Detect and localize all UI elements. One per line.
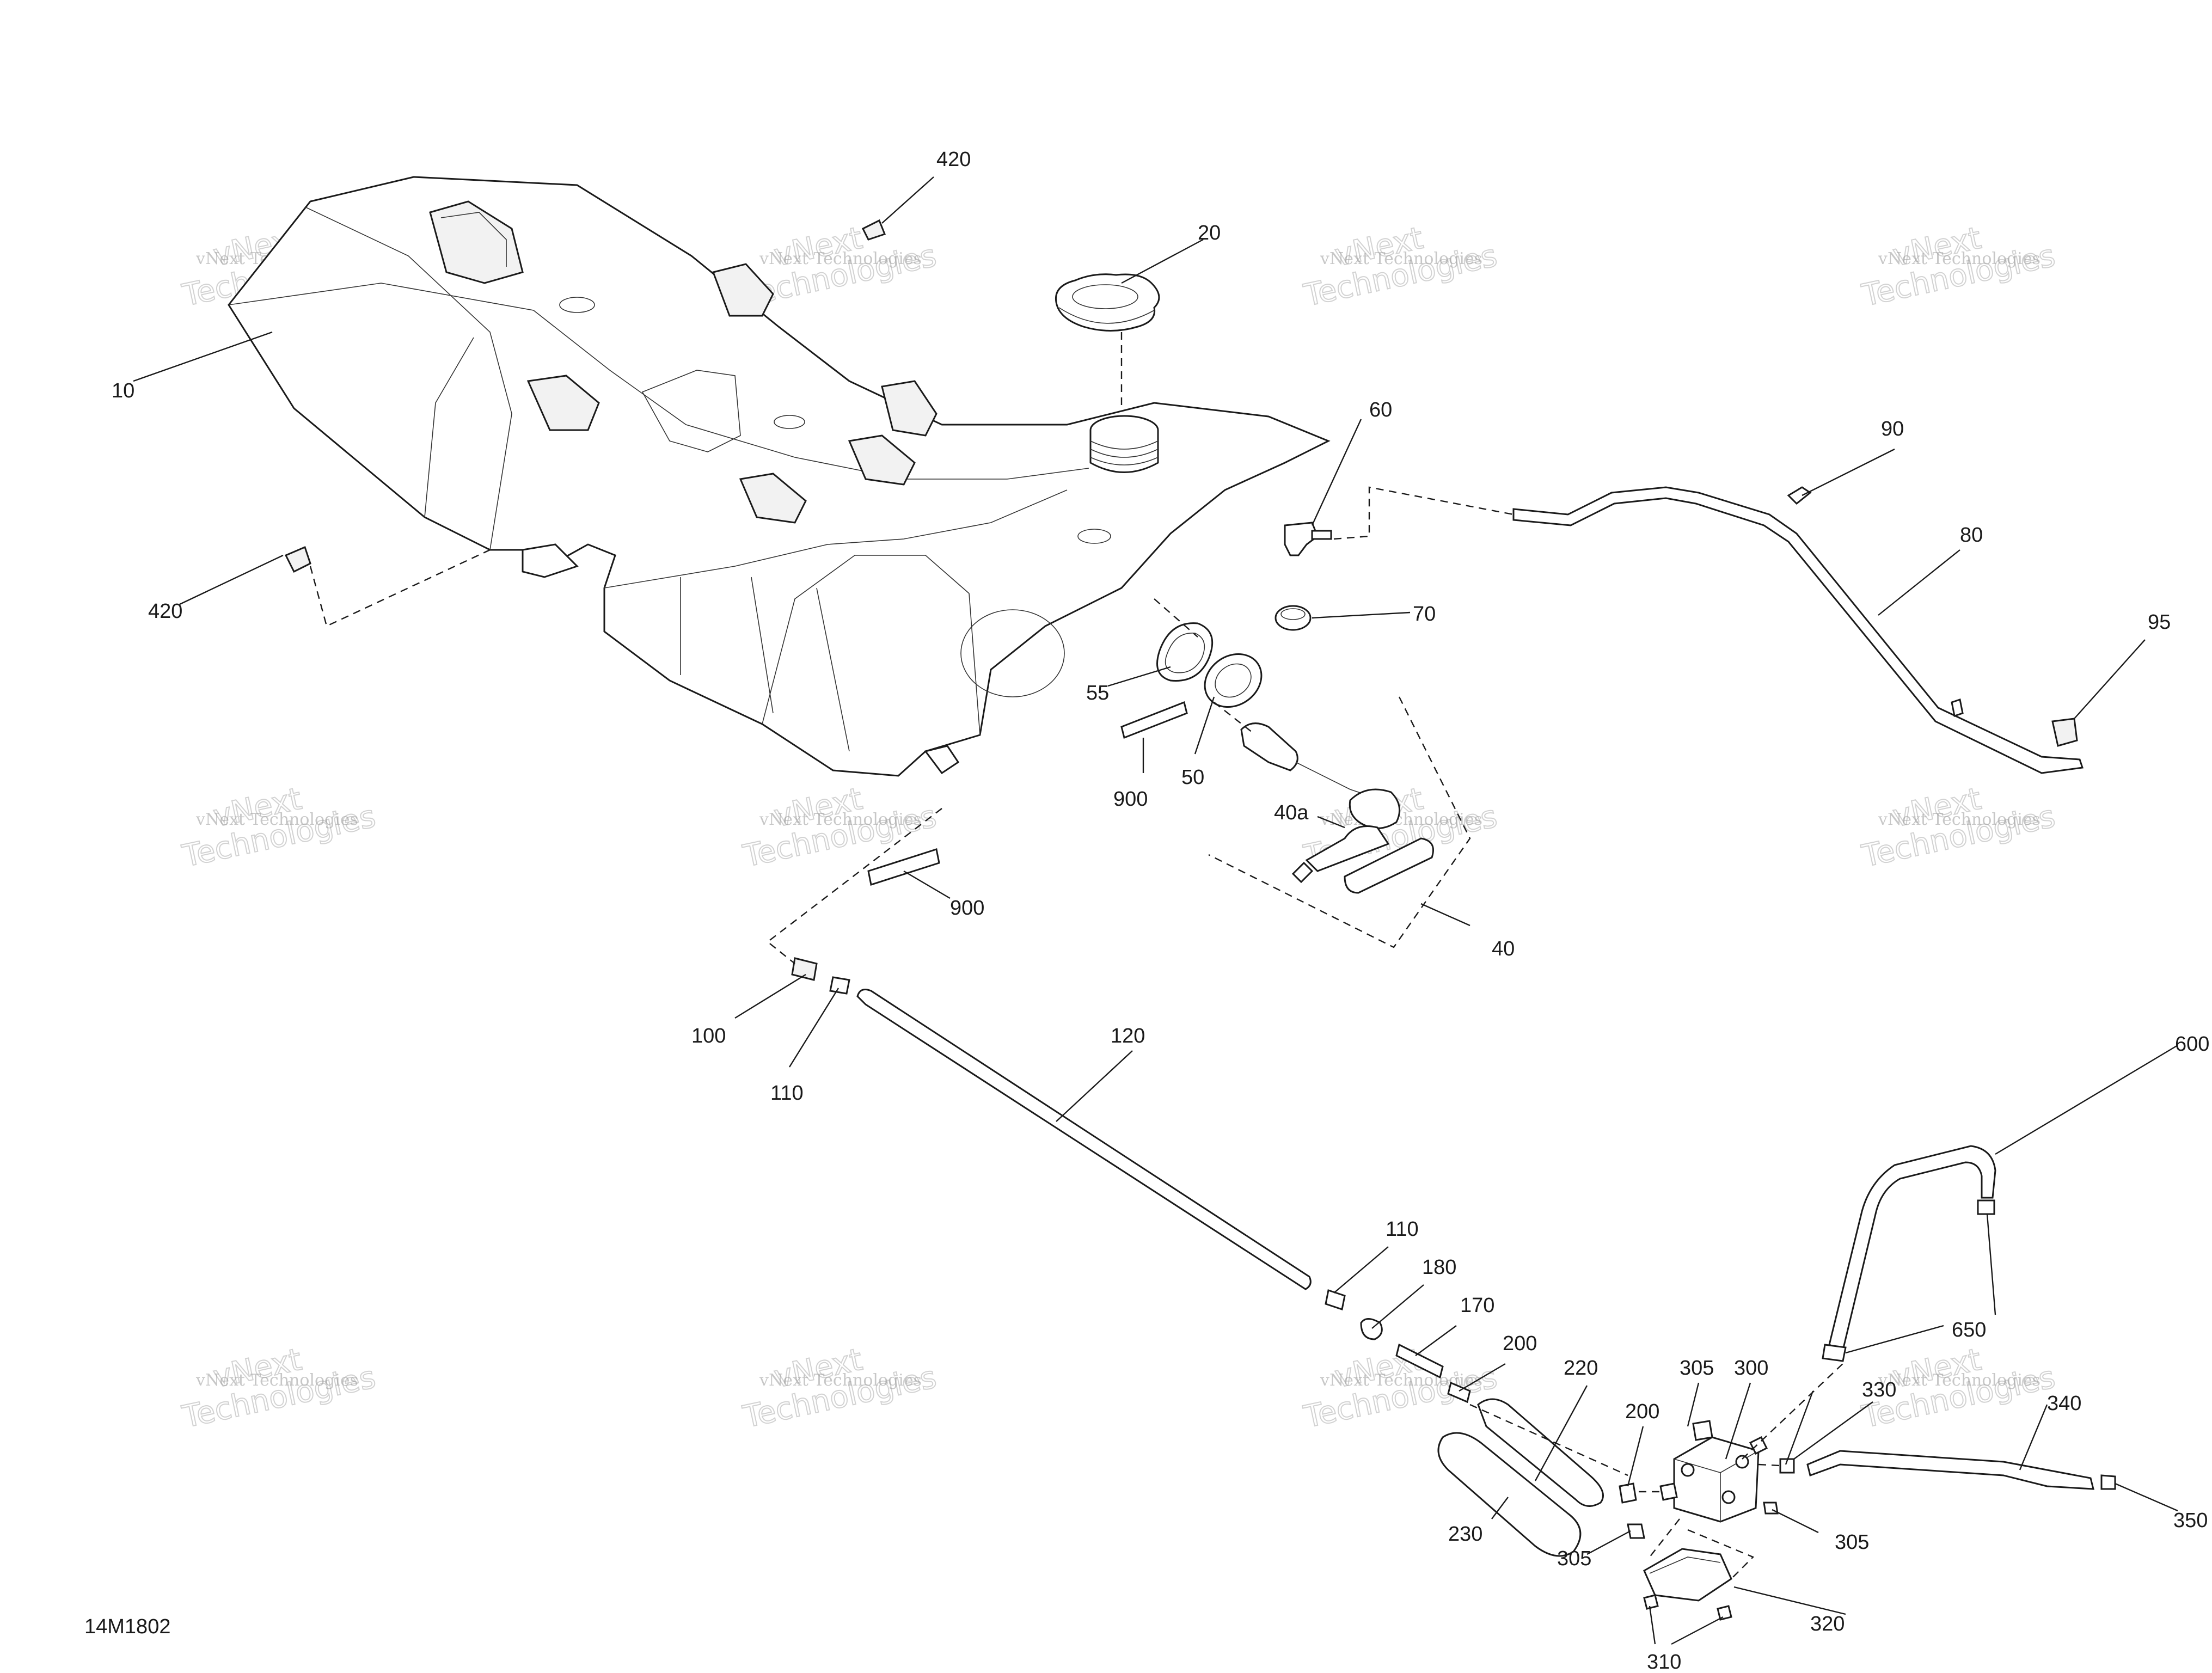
callout-10: 10	[112, 379, 134, 402]
watermark-small: vNext Technologies	[1320, 810, 1482, 829]
callout-110: 110	[1386, 1218, 1419, 1241]
callout-420: 420	[936, 148, 971, 171]
callout-80: 80	[1960, 524, 1983, 547]
callout-900: 900	[1113, 788, 1148, 811]
watermark-small: vNext Technologies	[759, 249, 922, 268]
drawing-code: 14M1802	[84, 1615, 170, 1638]
callout-305: 305	[1557, 1547, 1591, 1570]
leader-lines	[133, 176, 2178, 1645]
watermark-small: vNext Technologies	[1878, 810, 2041, 829]
watermark-small: vNext Technologies	[1878, 1371, 2041, 1390]
watermark-small: vNext Technologies	[1878, 249, 2041, 268]
watermark-small: vNext Technologies	[1320, 249, 1482, 268]
callout-650: 650	[1952, 1319, 1986, 1341]
callout-320: 320	[1810, 1613, 1845, 1635]
callout-90: 90	[1881, 418, 1904, 440]
watermark-small: vNext Technologies	[759, 1371, 922, 1390]
callout-40: 40	[1492, 937, 1515, 960]
callout-40a: 40a	[1274, 801, 1309, 824]
callout-labels: 10 20 420 420 60 70 90 80 95 55 50 900 9…	[84, 148, 2209, 1673]
fuel-line	[791, 957, 1471, 1404]
callout-330: 330	[1862, 1378, 1896, 1401]
callout-120: 120	[1111, 1025, 1145, 1047]
fuel-tank	[228, 176, 1331, 777]
callout-300: 300	[1734, 1357, 1768, 1380]
callout-200: 200	[1503, 1332, 1537, 1355]
callout-60: 60	[1369, 399, 1392, 421]
callout-170: 170	[1460, 1294, 1494, 1317]
pump-parts	[284, 219, 1434, 894]
callout-340: 340	[2047, 1392, 2081, 1415]
watermark-small: vNext Technologies	[195, 810, 358, 829]
callout-900: 900	[950, 897, 984, 920]
callout-50: 50	[1181, 766, 1204, 789]
callout-180: 180	[1422, 1256, 1456, 1279]
callout-100: 100	[691, 1025, 726, 1047]
watermark-small: vNext Technologies	[759, 810, 922, 829]
callout-200: 200	[1625, 1400, 1659, 1423]
callout-220: 220	[1564, 1357, 1598, 1380]
callout-310: 310	[1647, 1651, 1681, 1673]
callout-70: 70	[1413, 603, 1436, 626]
callout-55: 55	[1086, 682, 1109, 704]
fuel-cap	[1055, 273, 1160, 332]
callout-110: 110	[770, 1082, 804, 1105]
callout-305: 305	[1835, 1531, 1869, 1554]
filter-assembly	[1437, 1145, 2116, 1621]
callout-350: 350	[2173, 1509, 2208, 1532]
callout-95: 95	[2148, 611, 2171, 634]
callout-600: 600	[2175, 1033, 2209, 1056]
callout-305: 305	[1680, 1357, 1714, 1380]
callout-420: 420	[148, 600, 182, 623]
watermark-small: vNext Technologies	[195, 1371, 358, 1390]
vent-hose	[1512, 486, 2084, 774]
callout-20: 20	[1198, 222, 1221, 244]
callout-230: 230	[1448, 1523, 1482, 1546]
